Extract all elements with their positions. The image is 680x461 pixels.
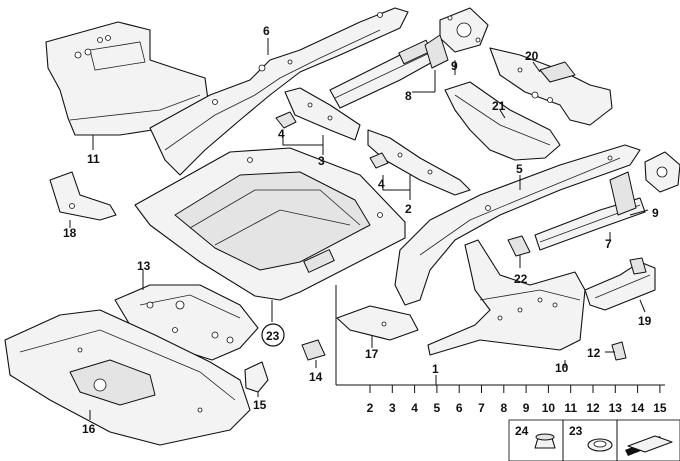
callout-11: 11: [87, 152, 100, 166]
part-18-bracket: [49, 171, 117, 221]
part-4-clip-b: [369, 152, 389, 169]
callout-18: 18: [63, 226, 77, 240]
part-20-bracket: [489, 47, 613, 126]
callout-23: 23: [266, 329, 280, 343]
part-11-rear-panel: [45, 21, 209, 136]
callout-21: 21: [492, 99, 506, 113]
callout-2: 2: [405, 202, 412, 216]
callout-13: 13: [137, 259, 151, 273]
summary-number: 10: [542, 401, 556, 415]
summary-number: 14: [631, 401, 645, 415]
callout-16: 16: [82, 422, 96, 436]
part-9-strut-plate-bottom: [609, 151, 680, 216]
part-12-clip: [611, 341, 627, 361]
part-3-side-member: [284, 87, 361, 141]
part-17-bracket: [336, 305, 419, 341]
callout-15: 15: [253, 398, 267, 412]
summary-number: 3: [389, 401, 396, 415]
summary-number-row: 2 3 4 5 6 7 8 9 10 11 12 13 14 15: [367, 385, 667, 415]
legend-item-24: 24: [515, 424, 529, 438]
callout-10: 10: [555, 361, 569, 375]
callout-3: 3: [318, 154, 325, 168]
part-4-clip-a: [275, 111, 297, 129]
trunk-floor-pan: [134, 147, 406, 301]
arrow-icon: [625, 435, 673, 456]
callout-19: 19: [638, 314, 652, 328]
part-15-bracket: [244, 361, 269, 393]
part-14-clip: [301, 339, 326, 361]
part-9-strut-plate-top: [424, 7, 489, 69]
callout-9: 9: [451, 59, 458, 73]
callout-14: 14: [309, 370, 323, 384]
part-13-floor-panel: [114, 284, 259, 361]
summary-number: 12: [586, 401, 600, 415]
leader-lines: [69, 38, 665, 420]
callout-23-circle: [261, 323, 285, 347]
summary-number: 9: [523, 401, 530, 415]
grommet-icon: [587, 438, 613, 452]
callout-7: 7: [605, 237, 612, 251]
part-16-floor-pan: [4, 309, 251, 446]
callout-12: 12: [587, 346, 601, 360]
legend-item-23: 23: [569, 424, 583, 438]
summary-number: 11: [564, 401, 577, 415]
summary-number: 13: [609, 401, 623, 415]
summary-number: 5: [434, 401, 441, 415]
summary-number: 4: [411, 401, 418, 415]
callout-1: 1: [432, 362, 439, 376]
callout-22: 22: [514, 272, 528, 286]
part-21-wheel-arch: [444, 81, 561, 161]
callout-8: 8: [405, 89, 412, 103]
callout-4-b: 4: [378, 177, 385, 191]
callout-20: 20: [525, 49, 539, 63]
part-19-bracket: [584, 257, 656, 311]
part-22-clip: [507, 235, 531, 257]
callout-17: 17: [365, 347, 379, 361]
summary-number: 7: [478, 401, 485, 415]
push-clip-icon: [534, 433, 556, 449]
part-6-longitudinal-rail: [149, 7, 409, 176]
callout-9-b: 9: [652, 206, 659, 220]
part-2-side-member: [367, 129, 471, 196]
summary-number: 2: [367, 401, 374, 415]
callout-4-a: 4: [278, 127, 285, 141]
summary-number: 8: [500, 401, 507, 415]
callout-6: 6: [263, 24, 270, 38]
callout-5: 5: [516, 162, 523, 176]
summary-number: 15: [653, 401, 667, 415]
legend-box: 24 23: [508, 419, 680, 461]
part-5-right-rail: [394, 144, 641, 306]
part-10-side-wall: [427, 239, 586, 356]
summary-number: 6: [456, 401, 463, 415]
